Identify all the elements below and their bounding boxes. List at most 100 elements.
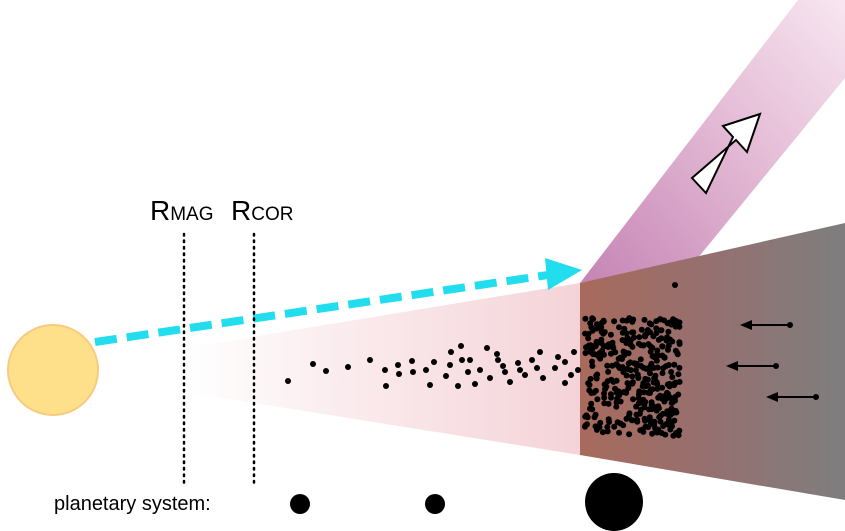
dust-particle — [665, 328, 672, 335]
dust-particle — [636, 334, 643, 341]
dust-particle — [641, 415, 648, 422]
dust-particle — [367, 357, 373, 363]
dust-particle — [613, 399, 620, 406]
small-planet — [425, 494, 445, 514]
dust-particle — [650, 403, 656, 410]
dust-particle — [594, 371, 601, 378]
dust-particle — [666, 383, 673, 390]
dust-particle — [614, 419, 621, 426]
dust-particle — [629, 379, 636, 386]
dust-particle — [409, 358, 415, 364]
flow-arrow-head — [545, 258, 582, 290]
dust-particle — [620, 422, 627, 429]
r-cor-label: RCOR — [231, 195, 293, 226]
dust-particle — [658, 327, 665, 334]
dust-particle — [601, 400, 608, 407]
dust-particle — [395, 362, 401, 368]
dust-particle — [672, 282, 678, 288]
dust-particle — [675, 371, 682, 378]
dust-particle — [605, 368, 612, 375]
dust-particle — [588, 400, 595, 407]
dust-particle — [552, 365, 558, 371]
left-arrow-icon — [726, 361, 779, 371]
dust-particle — [599, 319, 606, 326]
dust-particle — [619, 364, 626, 371]
dust-particle — [626, 315, 633, 322]
dust-particle — [507, 379, 513, 385]
dust-particle — [571, 349, 577, 355]
dust-particle — [676, 378, 683, 385]
dust-particle — [522, 372, 528, 378]
dust-particle — [665, 416, 672, 423]
dust-particle — [669, 423, 675, 430]
dust-particle — [656, 414, 663, 421]
dust-particle — [671, 361, 678, 368]
dust-particle — [588, 390, 595, 396]
dust-particle — [663, 421, 670, 427]
dust-particle — [517, 367, 523, 373]
dust-particle — [608, 394, 615, 401]
dust-particle — [672, 393, 679, 400]
dust-particle — [669, 374, 676, 381]
dust-particle — [633, 411, 640, 418]
dust-particle — [609, 362, 616, 369]
dust-particle — [635, 391, 642, 398]
dust-particle — [669, 399, 676, 406]
dust-particle — [593, 341, 600, 348]
dust-particle — [633, 362, 640, 369]
dust-particle — [641, 382, 648, 388]
dust-particle — [616, 429, 623, 436]
dust-particle — [667, 336, 673, 343]
dust-particle — [598, 336, 605, 343]
dust-particle — [650, 333, 657, 340]
dust-particle — [641, 316, 648, 323]
dust-particle — [649, 353, 656, 360]
dust-particle — [575, 367, 581, 373]
dust-particle — [592, 387, 599, 394]
dust-particle — [585, 335, 592, 342]
dust-particle — [627, 359, 634, 366]
dust-particle — [500, 363, 506, 369]
dust-particle — [648, 364, 655, 371]
dust-particle — [601, 329, 608, 335]
dust-particle — [668, 405, 675, 412]
dust-particle — [615, 363, 622, 369]
dust-particle — [447, 362, 453, 368]
dust-particle — [644, 376, 651, 383]
dust-particle — [323, 368, 329, 374]
dust-particle — [427, 382, 433, 388]
dust-particle — [635, 340, 642, 347]
dust-particle — [671, 382, 678, 389]
dust-particle — [664, 411, 671, 417]
dust-particle — [633, 403, 640, 410]
dust-particle — [472, 381, 478, 387]
dust-particle — [668, 369, 675, 375]
dust-particle — [607, 331, 614, 338]
dust-particles — [285, 282, 683, 439]
dust-particle — [613, 403, 620, 410]
dust-particle — [599, 347, 606, 354]
outline-arrow-icon — [690, 112, 762, 195]
dust-particle — [383, 383, 389, 389]
dust-particle — [623, 340, 630, 346]
dust-particle — [672, 323, 679, 330]
dust-particle — [670, 316, 677, 323]
dust-particle — [645, 341, 652, 348]
dust-particle — [649, 430, 656, 437]
drift-arrows — [726, 320, 819, 402]
dust-particle — [585, 380, 592, 387]
dust-particle — [589, 406, 596, 413]
dust-particle — [584, 421, 590, 428]
dust-particle — [655, 336, 662, 343]
dust-particle — [663, 363, 669, 370]
dust-particle — [310, 361, 316, 367]
dust-particle — [597, 419, 604, 426]
dust-particle — [588, 324, 595, 331]
dust-particle — [637, 427, 644, 434]
dust-particle — [634, 416, 640, 423]
dust-particle — [661, 398, 668, 405]
star-circle-icon — [7, 324, 99, 416]
dust-particle — [662, 431, 669, 438]
dust-particle — [651, 375, 658, 382]
